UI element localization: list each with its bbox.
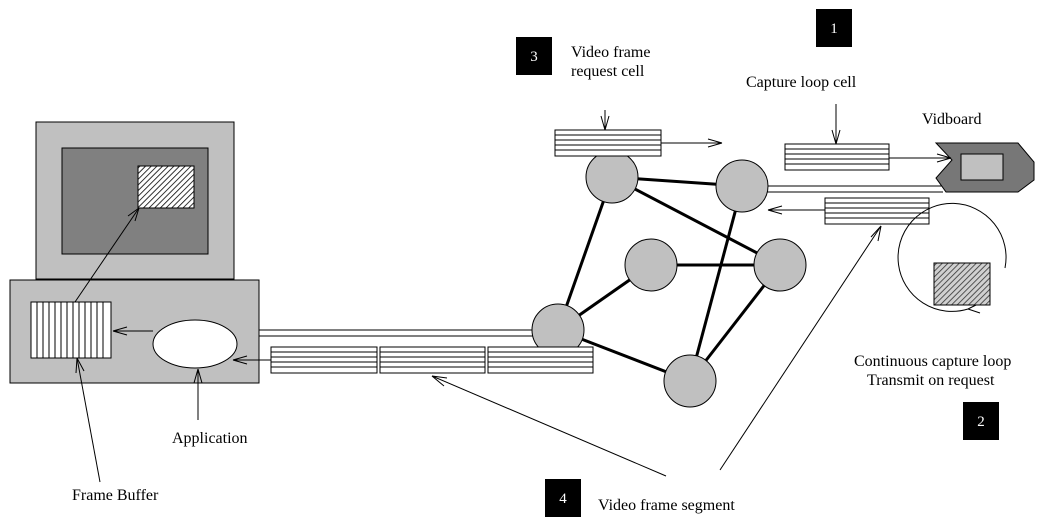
request-cell-label-line2: request cell bbox=[571, 63, 645, 80]
video-frame-segment-label: Video frame segment bbox=[598, 497, 735, 514]
frame-buffer-block bbox=[30, 301, 112, 359]
capture-loop bbox=[897, 202, 1007, 314]
workstation bbox=[9, 121, 260, 384]
step-badge-4 bbox=[545, 479, 581, 517]
request-cell bbox=[554, 129, 662, 157]
continuous-capture-label: Continuous capture loop bbox=[854, 353, 1011, 370]
vidboard-device bbox=[934, 142, 1035, 193]
transmit-on-request-label: Transmit on request bbox=[867, 372, 995, 389]
network-node bbox=[663, 354, 717, 408]
step-badge-1-number: 1 bbox=[830, 21, 838, 37]
segment-cell bbox=[379, 346, 486, 374]
network-node bbox=[715, 159, 769, 213]
step-badge-3 bbox=[516, 37, 552, 75]
vidboard-label: Vidboard bbox=[922, 111, 981, 128]
request-cell-label-line1: Video frame bbox=[571, 44, 650, 61]
arrows bbox=[74, 104, 952, 483]
segment-cell bbox=[487, 346, 594, 374]
capture-loop-cell-block bbox=[784, 143, 890, 171]
frame-buffer-label: Frame Buffer bbox=[72, 487, 159, 504]
captured-frame bbox=[933, 262, 991, 306]
step-badge-3-number: 3 bbox=[530, 49, 538, 65]
segment-cell bbox=[270, 346, 378, 374]
step-badge-4-number: 4 bbox=[559, 491, 567, 507]
network-node bbox=[753, 238, 807, 292]
application-label: Application bbox=[172, 430, 248, 447]
step-badge-2 bbox=[963, 402, 999, 440]
returning-segment-cell bbox=[824, 197, 930, 225]
capture-loop-cell-label: Capture loop cell bbox=[746, 74, 857, 91]
application-process bbox=[152, 319, 238, 369]
step-badge-2-number: 2 bbox=[977, 414, 985, 430]
step-badge-1 bbox=[816, 9, 852, 47]
network-node bbox=[585, 150, 639, 204]
network-node bbox=[624, 238, 678, 292]
video-window bbox=[137, 165, 195, 209]
